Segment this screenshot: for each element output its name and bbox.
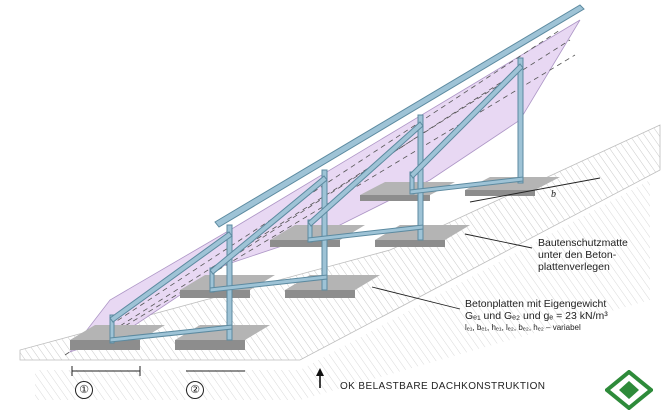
roof-plane	[35, 180, 650, 400]
mat-label-line: Bautenschutzmatte	[538, 237, 628, 249]
plate-leader	[371, 286, 461, 310]
mat-label-line: unter den Beton-	[538, 249, 617, 261]
company-logo-icon	[605, 370, 653, 410]
brace	[109, 231, 233, 323]
plate-label-line: lₑ₁, bₑ₁, hₑ₁, lₑ₂, bₑ₂, hₑ₂ – variabel	[465, 323, 581, 332]
plate	[285, 290, 355, 298]
up-arrow-icon	[316, 368, 324, 388]
top-rail	[214, 4, 585, 228]
dimension-b-label: b	[551, 189, 556, 200]
rear-post	[517, 57, 524, 184]
dimension-1-2	[71, 366, 245, 376]
mat-leader	[464, 233, 533, 249]
front-post	[109, 314, 115, 344]
mat-label: Bautenschutzmatte unter den Beton- platt…	[538, 237, 658, 273]
position-marker-2: ②	[186, 381, 204, 399]
rear-post	[321, 169, 328, 291]
brace	[307, 121, 424, 227]
rear-post	[417, 114, 424, 241]
plate	[270, 240, 340, 247]
plate	[465, 177, 560, 190]
plate	[465, 190, 535, 196]
plate	[360, 195, 430, 201]
base-rail	[307, 224, 424, 243]
plate-label: Betonplatten mit Eigengewicht Gₑ₁ und Gₑ…	[465, 298, 665, 334]
brace	[409, 63, 524, 179]
roof-structure-label: OK BELASTBARE DACHKONSTRUKTION	[340, 381, 546, 392]
mat-label-line: plattenverlegen	[538, 261, 610, 273]
base-rail	[409, 176, 524, 195]
plate	[70, 340, 140, 350]
dimension-b	[469, 177, 601, 203]
base-rail	[209, 274, 328, 293]
plate	[175, 340, 245, 350]
position-marker-1: ①	[75, 381, 93, 399]
plate	[375, 240, 445, 247]
rear-post	[226, 224, 233, 341]
mounting-frame	[109, 4, 585, 344]
plate-label-line: Betonplatten mit Eigengewicht	[465, 298, 607, 310]
plate-label-line: Gₑ₁ und Gₑ₂ und gₑ = 23 kN/m³	[465, 310, 608, 322]
base-rail	[109, 324, 233, 343]
brace	[209, 175, 328, 275]
